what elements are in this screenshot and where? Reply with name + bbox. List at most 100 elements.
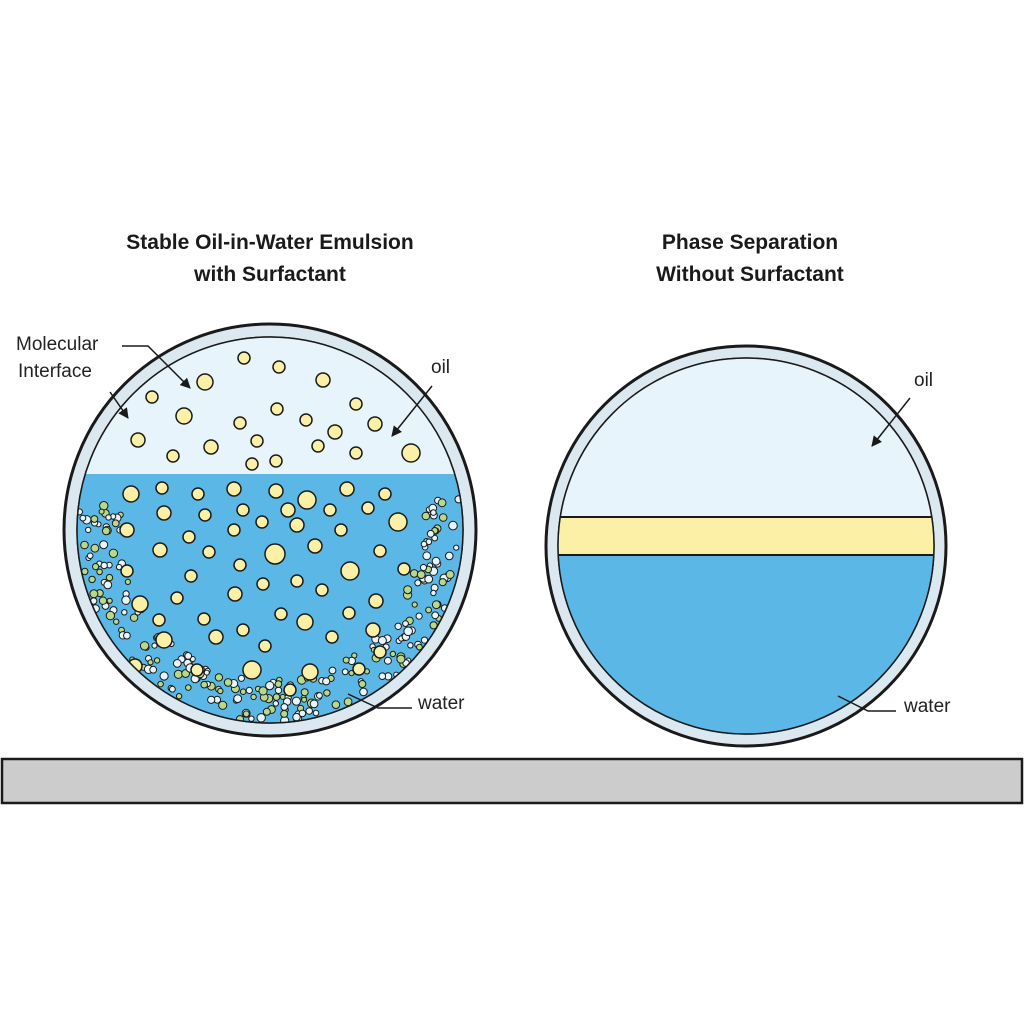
surfactant-molecule — [403, 626, 414, 637]
oil-droplet — [299, 413, 313, 427]
surfactant-molecule — [394, 622, 402, 630]
oil-droplet — [242, 660, 262, 680]
surfactant-molecule — [389, 650, 397, 658]
surfactant-molecule — [300, 688, 309, 697]
oil-droplet — [202, 545, 216, 559]
surfactant-molecule — [272, 700, 279, 707]
surfactant-molecule — [383, 656, 392, 665]
oil-droplet — [182, 530, 196, 544]
surfactant-molecule — [169, 685, 176, 693]
surfactant-molecule — [265, 681, 275, 691]
surfactant-molecule — [280, 709, 289, 718]
surfactant-molecule — [414, 579, 422, 587]
left-dish — [62, 322, 478, 738]
surfactant-molecule — [258, 686, 268, 696]
surfactant-molecule — [422, 551, 432, 561]
surfactant-molecule — [233, 694, 243, 703]
surfactant-molecule — [185, 684, 192, 691]
surfactant-molecule — [323, 689, 331, 697]
surfactant-molecule — [207, 695, 216, 704]
oil-droplet — [327, 424, 343, 440]
surfactant-molecule — [242, 710, 250, 718]
right-dish — [544, 344, 948, 748]
surfactant-molecules — [77, 495, 463, 723]
surfactant-molecule — [280, 703, 289, 711]
surfactant-molecule — [416, 570, 426, 579]
surfactant-molecule — [424, 574, 434, 584]
oil-droplet — [120, 564, 134, 578]
oil-droplet — [170, 591, 184, 605]
surfactant-molecule — [421, 511, 431, 521]
oil-droplet — [367, 416, 383, 432]
surfactant-molecule — [218, 700, 228, 710]
oil-droplet — [311, 439, 325, 453]
oil-droplet — [349, 397, 363, 411]
surfactant-molecule — [411, 601, 418, 608]
oil-droplet — [270, 402, 284, 416]
surfactant-molecule — [272, 693, 281, 701]
surfactant-molecule — [200, 680, 208, 689]
right-interface-band — [558, 517, 934, 555]
surfactant-molecule — [121, 609, 128, 616]
oil-droplet — [258, 639, 272, 653]
oil-droplet — [237, 351, 251, 365]
oil-droplet — [373, 544, 387, 558]
surfactant-molecule — [96, 568, 103, 576]
oil-droplet — [352, 662, 366, 676]
surfactant-molecule — [223, 678, 233, 687]
oil-droplet — [130, 432, 146, 448]
oil-droplet — [397, 562, 411, 576]
oil-droplet — [233, 558, 247, 572]
surfactant-molecule — [86, 552, 94, 560]
surfactant-molecule — [359, 687, 368, 697]
leader-molecular-interface-b — [109, 391, 129, 419]
oil-droplet — [175, 407, 193, 425]
oil-droplet — [342, 606, 356, 620]
surfactant-molecule — [80, 540, 89, 550]
surfactant-molecule — [85, 526, 92, 534]
surfactant-molecule — [124, 578, 132, 586]
surfactant-molecule — [426, 529, 435, 538]
surfactant-molecule — [100, 561, 108, 570]
surfactant-molecule — [430, 589, 437, 597]
surfactant-molecule — [377, 636, 387, 645]
oil-droplet — [122, 485, 140, 503]
surfactant-molecule — [237, 674, 245, 682]
surfactant-molecule — [396, 654, 406, 664]
oil-droplet — [334, 523, 348, 537]
oil-droplet — [340, 561, 360, 581]
oil-droplet — [256, 577, 270, 591]
oil-droplet — [388, 512, 408, 532]
surfactant-molecule — [322, 677, 331, 686]
leader-oil-right — [871, 397, 911, 447]
oil-droplet — [190, 663, 204, 677]
label-molecular-interface-line-1: Molecular — [16, 334, 99, 355]
surfactant-molecule — [105, 573, 114, 582]
left-title-line-1: Stable Oil-in-Water Emulsion — [126, 231, 414, 254]
oil-droplet — [368, 593, 384, 609]
surfactant-molecule — [341, 668, 349, 676]
oil-droplet — [325, 630, 339, 644]
surfactant-molecule — [123, 631, 131, 640]
surfactant-molecule — [98, 596, 108, 605]
oil-droplet — [166, 449, 180, 463]
oil-droplet — [155, 631, 173, 649]
surfactant-molecule — [274, 680, 283, 688]
oil-droplet — [119, 522, 135, 538]
surfactant-molecule — [105, 610, 116, 621]
surfactant-molecule — [184, 652, 193, 660]
oil-droplet — [296, 613, 314, 631]
oil-droplet — [378, 487, 392, 501]
surfactant-molecule — [90, 543, 100, 553]
surfactant-molecule — [245, 686, 253, 695]
oil-droplet — [156, 505, 172, 521]
oil-droplet — [373, 645, 387, 659]
oil-droplet — [323, 503, 337, 517]
oil-droplet — [290, 574, 304, 588]
surfactant-molecule — [159, 671, 169, 681]
surfactant-molecule — [172, 659, 182, 668]
oil-droplet — [297, 490, 317, 510]
surfactant-molecule — [430, 509, 437, 516]
oil-droplet — [208, 629, 224, 645]
